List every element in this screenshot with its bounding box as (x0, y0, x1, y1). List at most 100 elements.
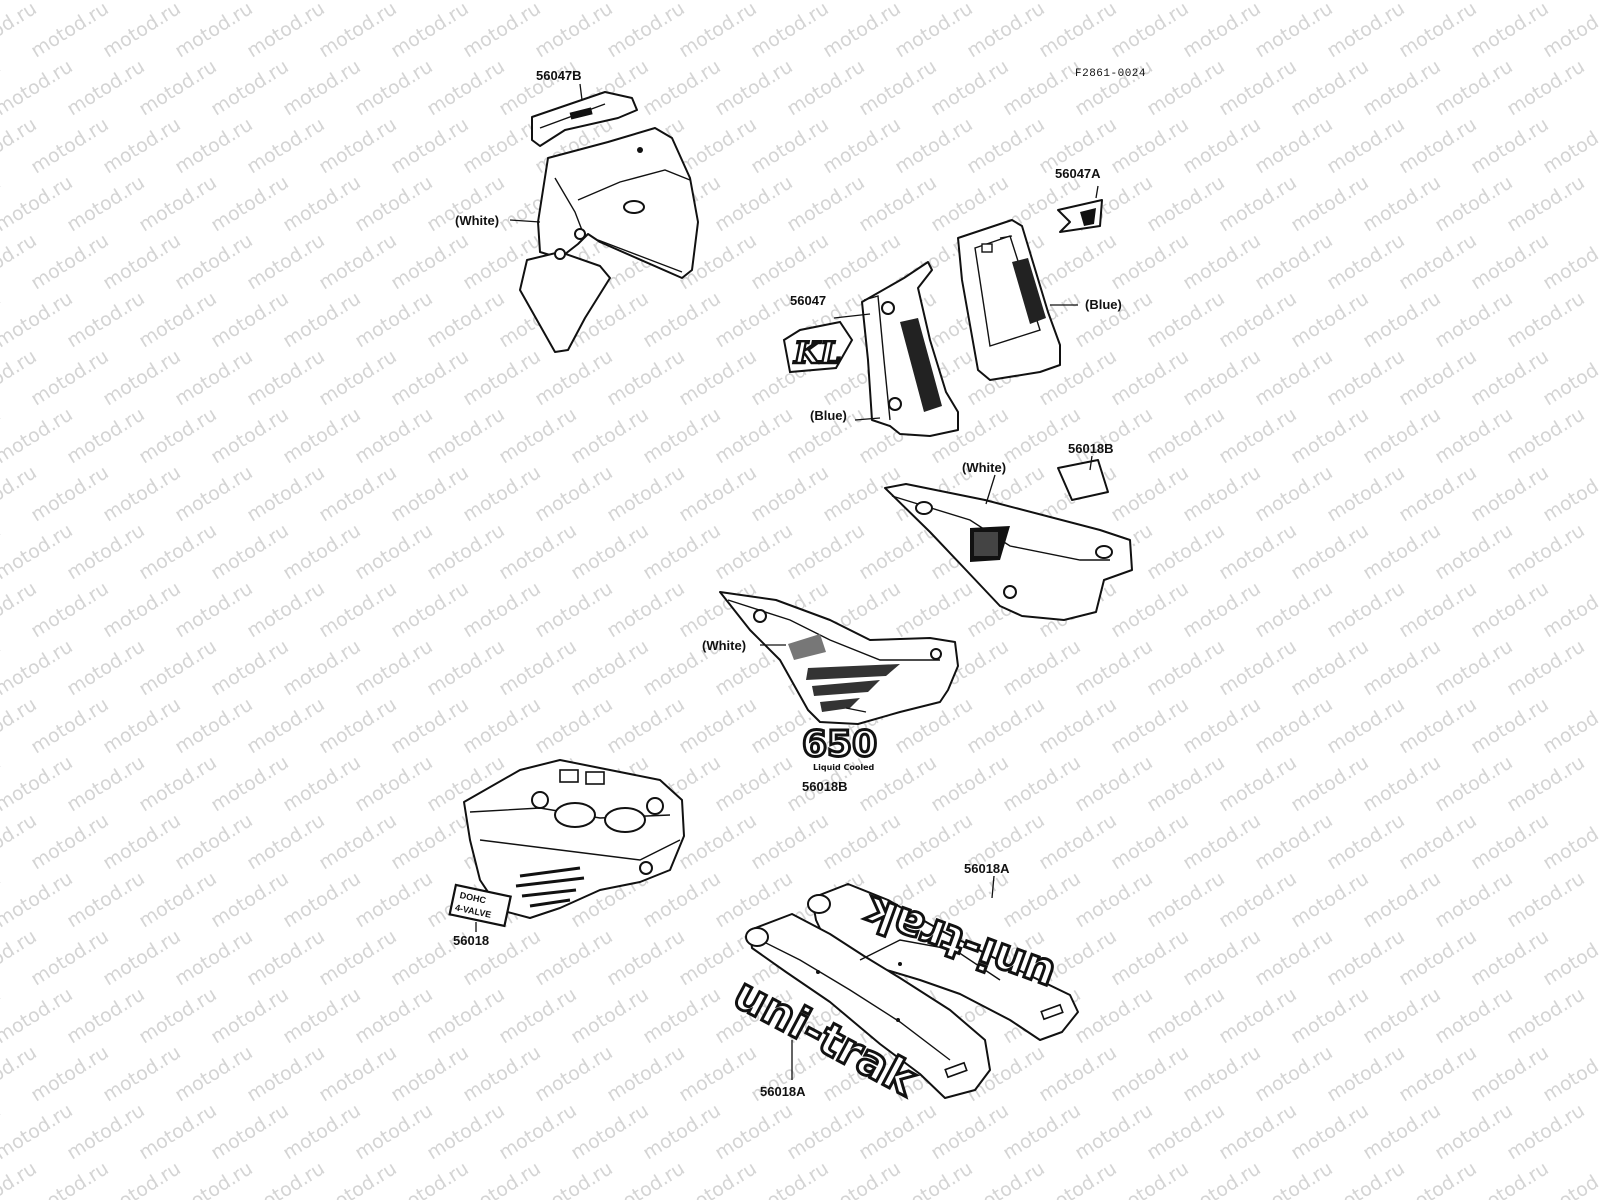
watermark-text: motod.ru (783, 519, 869, 584)
watermark-text: motod.ru (171, 925, 257, 990)
watermark-text: motod.ru (531, 461, 617, 526)
watermark-text: motod.ru (63, 287, 149, 352)
watermark-text: motod.ru (1251, 229, 1337, 294)
watermark-text: motod.ru (423, 0, 509, 4)
watermark-text: motod.ru (1467, 809, 1553, 874)
watermark-text: motod.ru (387, 1041, 473, 1106)
watermark-text: motod.ru (27, 229, 113, 294)
label-56018: 56018 (453, 933, 489, 948)
watermark-text: motod.ru (279, 519, 365, 584)
watermark-text: motod.ru (1179, 461, 1265, 526)
watermark-text: motod.ru (747, 809, 833, 874)
watermark-text: motod.ru (1287, 867, 1373, 932)
watermark-text: motod.ru (1215, 403, 1301, 468)
watermark-text: motod.ru (243, 1041, 329, 1106)
watermark-text: motod.ru (1035, 0, 1121, 62)
cylinder-fins (515, 866, 585, 908)
label-56047: 56047 (790, 293, 826, 308)
watermark-text: motod.ru (1539, 809, 1600, 874)
watermark-text: motod.ru (1539, 229, 1600, 294)
watermark-text: motod.ru (27, 577, 113, 642)
watermark-text: motod.ru (1143, 983, 1229, 1048)
watermark-text: motod.ru (423, 403, 509, 468)
cylinder-head-ports (531, 769, 664, 833)
watermark-text: motod.ru (1143, 867, 1229, 932)
watermark-text: motod.ru (1395, 809, 1481, 874)
watermark-text: motod.ru (0, 1157, 41, 1200)
watermark-text: motod.ru (675, 1157, 761, 1200)
watermark-text: motod.ru (1215, 1099, 1301, 1164)
watermark-text: motod.ru (423, 519, 509, 584)
watermark-text: motod.ru (1071, 983, 1157, 1048)
watermark-text: motod.ru (1251, 345, 1337, 410)
watermark-text: motod.ru (675, 345, 761, 410)
watermark-text: motod.ru (927, 0, 1013, 4)
watermark-text: motod.ru (1431, 403, 1517, 468)
watermark-text: motod.ru (1467, 577, 1553, 642)
watermark-text: motod.ru (279, 287, 365, 352)
watermark-text: motod.ru (1503, 867, 1589, 932)
watermark-text: motod.ru (1035, 1041, 1121, 1106)
watermark-text: motod.ru (27, 113, 113, 178)
watermark-text: motod.ru (567, 0, 653, 4)
watermark-text: motod.ru (1215, 287, 1301, 352)
watermark-text: motod.ru (1323, 1041, 1409, 1106)
watermark-text: motod.ru (1539, 925, 1600, 990)
watermark-text: motod.ru (531, 1041, 617, 1106)
watermark-text: motod.ru (243, 461, 329, 526)
watermark-text: motod.ru (819, 0, 905, 62)
watermark-text: motod.ru (783, 55, 869, 120)
watermark-text: motod.ru (1359, 1099, 1445, 1164)
watermark-text: motod.ru (1179, 345, 1265, 410)
watermark-text: motod.ru (1107, 693, 1193, 758)
watermark-text: motod.ru (1251, 1157, 1337, 1200)
watermark-text: motod.ru (171, 693, 257, 758)
watermark-text: motod.ru (1143, 519, 1229, 584)
watermark-text: motod.ru (1431, 171, 1517, 236)
watermark-text: motod.ru (1431, 519, 1517, 584)
watermark-text: motod.ru (63, 0, 149, 4)
watermark-text: motod.ru (999, 0, 1085, 4)
watermark-text: motod.ru (27, 925, 113, 990)
watermark-text: motod.ru (603, 1157, 689, 1200)
watermark-text: motod.ru (135, 403, 221, 468)
watermark-text: motod.ru (1179, 0, 1265, 62)
watermark-text: motod.ru (1215, 519, 1301, 584)
watermark-text: motod.ru (207, 55, 293, 120)
watermark-text: motod.ru (27, 0, 113, 62)
watermark-text: motod.ru (459, 693, 545, 758)
watermark-text: motod.ru (0, 983, 77, 1048)
watermark-text: motod.ru (639, 0, 725, 4)
watermark-text: motod.ru (1287, 751, 1373, 816)
watermark-text: motod.ru (63, 867, 149, 932)
watermark-text: motod.ru (1395, 1041, 1481, 1106)
watermark-text: motod.ru (1503, 519, 1589, 584)
watermark-text: motod.ru (999, 867, 1085, 932)
watermark-text: motod.ru (1251, 809, 1337, 874)
watermark-text: motod.ru (207, 983, 293, 1048)
watermark-text: motod.ru (819, 809, 905, 874)
watermark-text: motod.ru (207, 635, 293, 700)
watermark-text: motod.ru (1179, 577, 1265, 642)
watermark-text: motod.ru (135, 287, 221, 352)
watermark-text: motod.ru (603, 345, 689, 410)
watermark-text: motod.ru (0, 171, 77, 236)
watermark-text: motod.ru (135, 55, 221, 120)
watermark-text: motod.ru (567, 983, 653, 1048)
watermark-text: motod.ru (315, 809, 401, 874)
watermark-text: motod.ru (1395, 461, 1481, 526)
watermark-text: motod.ru (243, 0, 329, 62)
watermark-text: motod.ru (459, 345, 545, 410)
watermark-text: motod.ru (351, 983, 437, 1048)
watermark-text: motod.ru (639, 983, 725, 1048)
watermark-text: motod.ru (1071, 55, 1157, 120)
watermark-text: motod.ru (315, 0, 401, 62)
watermark-text: motod.ru (1035, 1157, 1121, 1200)
watermark-text: motod.ru (351, 287, 437, 352)
watermark-text: motod.ru (1035, 809, 1121, 874)
watermark-text: motod.ru (855, 1099, 941, 1164)
watermark-text: motod.ru (1287, 403, 1373, 468)
watermark-text: motod.ru (171, 461, 257, 526)
watermark-text: motod.ru (279, 867, 365, 932)
watermark-text: motod.ru (1431, 867, 1517, 932)
